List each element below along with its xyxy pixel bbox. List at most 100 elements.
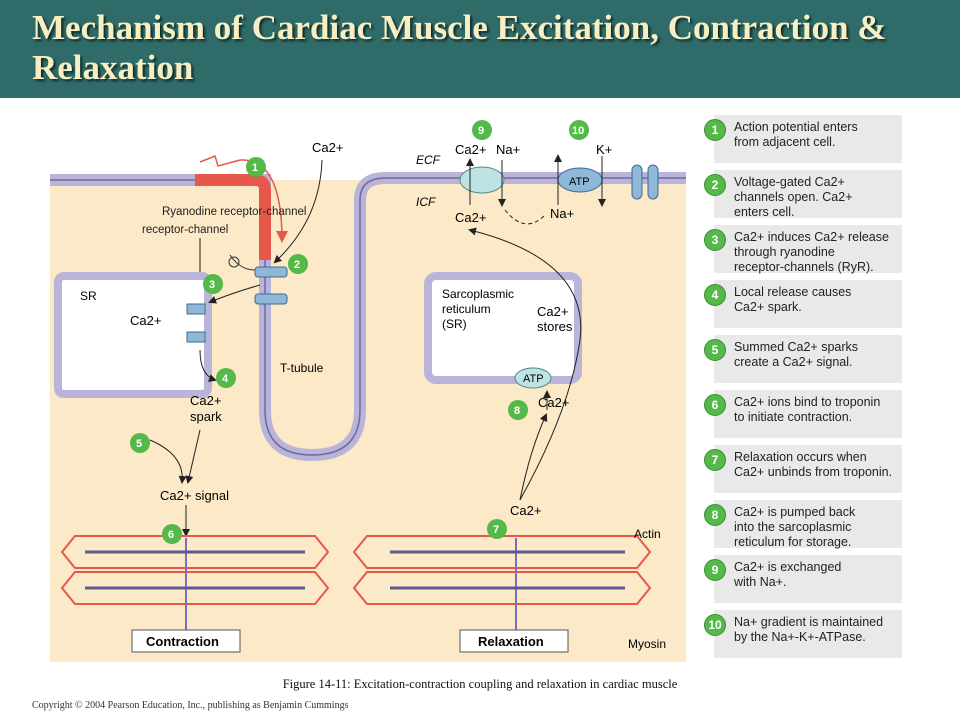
ca-9-top: Ca2+	[455, 142, 486, 157]
step-box	[714, 115, 902, 163]
action-potential-bolt	[199, 154, 241, 167]
k-channel-2	[647, 164, 659, 200]
ca-spark-label: Ca2+spark	[190, 393, 222, 424]
summed-arrow-1	[149, 439, 187, 484]
step-number: 10	[704, 614, 726, 636]
sr-label: SR	[80, 289, 97, 303]
ryr-1	[186, 303, 206, 315]
svg-text:9: 9	[478, 125, 484, 137]
svg-text:8: 8	[514, 405, 520, 417]
ca-entry-arrow	[273, 159, 323, 264]
figure-badges: 1 2 3 4 5 6 7 8 9 10	[130, 120, 589, 544]
contraction-label: Contraction	[146, 634, 219, 649]
step-box	[714, 445, 902, 493]
ca-signal-label: Ca2+ signal	[160, 488, 229, 503]
to-sr-arrow	[519, 413, 548, 501]
step-number: 3	[704, 229, 726, 251]
title-bar: Mechanism of Cardiac Muscle Excitation, …	[0, 0, 960, 98]
step-2: 2 Voltage-gated Ca2+ channels open. Ca2+…	[704, 170, 904, 220]
ca-channel-1	[254, 266, 288, 278]
ca-9-bottom: Ca2+	[455, 210, 486, 225]
na-recycle-arrow	[504, 209, 546, 225]
step-number: 9	[704, 559, 726, 581]
slide-title: Mechanism of Cardiac Muscle Excitation, …	[32, 8, 887, 87]
k-channel-1	[631, 164, 643, 200]
sarcomere-relaxation	[352, 535, 652, 630]
svg-text:4: 4	[222, 373, 229, 385]
ryr-knob	[228, 256, 240, 268]
ecf-label: ECF	[416, 153, 441, 167]
step-1: 1 Action potential enters from adjacent …	[704, 115, 904, 165]
step-6: 6 Ca2+ ions bind to troponin to initiate…	[704, 390, 904, 440]
copyright-notice: Copyright © 2004 Pearson Education, Inc.…	[32, 700, 349, 711]
step-text: Ca2+ is exchanged with Na+.	[734, 560, 842, 589]
na-9-bottom: Na+	[550, 206, 574, 221]
to-exchanger-arrow	[468, 227, 582, 501]
step-10: 10 Na+ gradient is maintained by the Na+…	[704, 610, 904, 660]
step-box	[714, 225, 902, 273]
sarcomere-contraction	[60, 535, 330, 630]
t-tubule-label: T-tubule	[280, 361, 324, 375]
step-box	[714, 280, 902, 328]
summed-arrow-2	[185, 429, 201, 484]
receptor-channel-label: receptor-channel	[142, 224, 228, 236]
myosin-label: Myosin	[628, 637, 666, 651]
svg-text:5: 5	[136, 438, 142, 450]
sr-right	[424, 272, 582, 384]
ca-top-label: Ca2+	[312, 140, 343, 155]
step-number: 1	[704, 119, 726, 141]
ca-8-label: Ca2+	[538, 395, 569, 410]
step-5: 5 Summed Ca2+ sparks create a Ca2+ signa…	[704, 335, 904, 385]
cardiac-diagram: Ca2+ Ryanodine receptor-channel receptor…	[50, 110, 686, 662]
actin-label: Actin	[634, 527, 661, 541]
step-3: 3 Ca2+ induces Ca2+ release through ryan…	[704, 225, 904, 275]
step-box	[714, 335, 902, 383]
relaxation-label: Relaxation	[478, 634, 544, 649]
svg-text:7: 7	[493, 524, 499, 536]
step-text: Ca2+ is pumped back into the sarcoplasmi…	[734, 505, 856, 549]
step-box	[714, 610, 902, 658]
step-number: 5	[704, 339, 726, 361]
k-10-label: K+	[596, 142, 612, 157]
step-number: 2	[704, 174, 726, 196]
figure-caption: Figure 14-11: Excitation-contraction cou…	[282, 677, 678, 691]
step-9: 9 Ca2+ is exchanged with Na+.	[704, 555, 904, 605]
contraction-box	[131, 629, 241, 653]
step-text: Ca2+ ions bind to troponin to initiate c…	[734, 395, 881, 424]
spark-arrow	[199, 349, 217, 382]
step-number: 8	[704, 504, 726, 526]
step-4: 4 Local release causes Ca2+ spark.	[704, 280, 904, 330]
icf-label: ICF	[416, 195, 436, 209]
step-text: Voltage-gated Ca2+ channels open. Ca2+ e…	[734, 175, 853, 219]
step-box	[714, 170, 902, 218]
step-7: 7 Relaxation occurs when Ca2+ unbinds fr…	[704, 445, 904, 495]
membrane-outline	[50, 177, 686, 456]
step-box	[714, 390, 902, 438]
step-text: Na+ gradient is maintained by the Na+-K+…	[734, 615, 884, 644]
ca-stores-label: Ca2+stores	[537, 304, 573, 334]
step-number: 6	[704, 394, 726, 416]
sr-left	[54, 272, 212, 398]
cicr-arrow	[208, 284, 261, 304]
step-number: 7	[704, 449, 726, 471]
step-8: 8 Ca2+ is pumped back into the sarcoplas…	[704, 500, 904, 550]
svg-text:1: 1	[252, 162, 258, 174]
step-box	[714, 555, 902, 603]
ryr-2	[186, 331, 206, 343]
atp-pump-label: ATP	[569, 176, 590, 188]
action-potential-path	[195, 174, 271, 260]
na-9-top: Na+	[496, 142, 520, 157]
steps-panel: 1 Action potential enters from adjacent …	[704, 115, 914, 663]
relaxation-box	[459, 629, 569, 653]
diagram-svg: Ca2+ Ryanodine receptor-channel receptor…	[50, 110, 686, 653]
step-text: Relaxation occurs when Ca2+ unbinds from…	[734, 450, 893, 479]
na-ca-exchanger	[459, 166, 505, 194]
step-text: Action potential enters from adjacent ce…	[734, 120, 858, 149]
step-text: Summed Ca2+ sparks create a Ca2+ signal.	[734, 340, 859, 369]
step-text: Ca2+ induces Ca2+ release through ryanod…	[734, 230, 889, 274]
ca-channel-2	[254, 293, 288, 305]
svg-text:6: 6	[168, 529, 174, 541]
serca-pump	[514, 367, 552, 389]
step-number: 4	[704, 284, 726, 306]
